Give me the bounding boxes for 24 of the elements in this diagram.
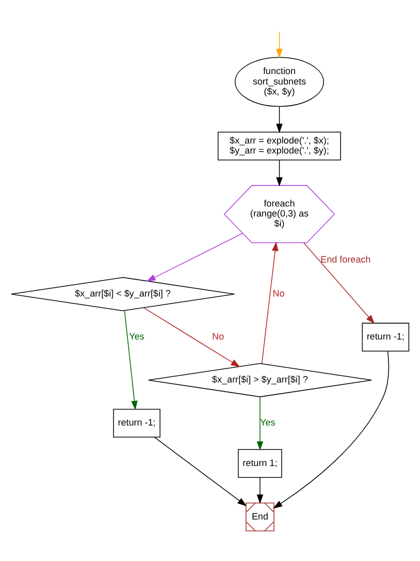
arrow: [261, 241, 278, 364]
arrow: [154, 436, 247, 506]
node-box: return -1;: [362, 322, 410, 351]
node-box: return 1;: [238, 448, 282, 478]
arrow: [276, 159, 283, 186]
arrow: [303, 242, 375, 324]
arrow: [256, 396, 264, 450]
arrow: [124, 310, 138, 410]
arrow: [146, 232, 244, 282]
arrow: [143, 306, 240, 367]
arrow: [256, 476, 264, 504]
arrow: [276, 106, 283, 133]
node-ellipse: function sort_subnets ($x, $y): [234, 56, 324, 106]
edge-label: Yes: [129, 331, 144, 342]
edge-label: No: [272, 288, 285, 298]
node-box: $x_arr = explode('.', $x); $y_arr = explode('.', $y);: [218, 131, 341, 160]
node-diamond: $x_arr[$i] < $y_arr[$i] ?: [10, 276, 235, 311]
arrow: [276, 30, 283, 58]
node-diamond: $x_arr[$i] > $y_arr[$i] ?: [148, 362, 372, 397]
edge-label: Yes: [260, 417, 276, 428]
arrow: [273, 350, 390, 508]
edge-label: End foreach: [320, 254, 371, 264]
node-box: return -1;: [113, 408, 160, 437]
edge-label: No: [212, 331, 224, 342]
